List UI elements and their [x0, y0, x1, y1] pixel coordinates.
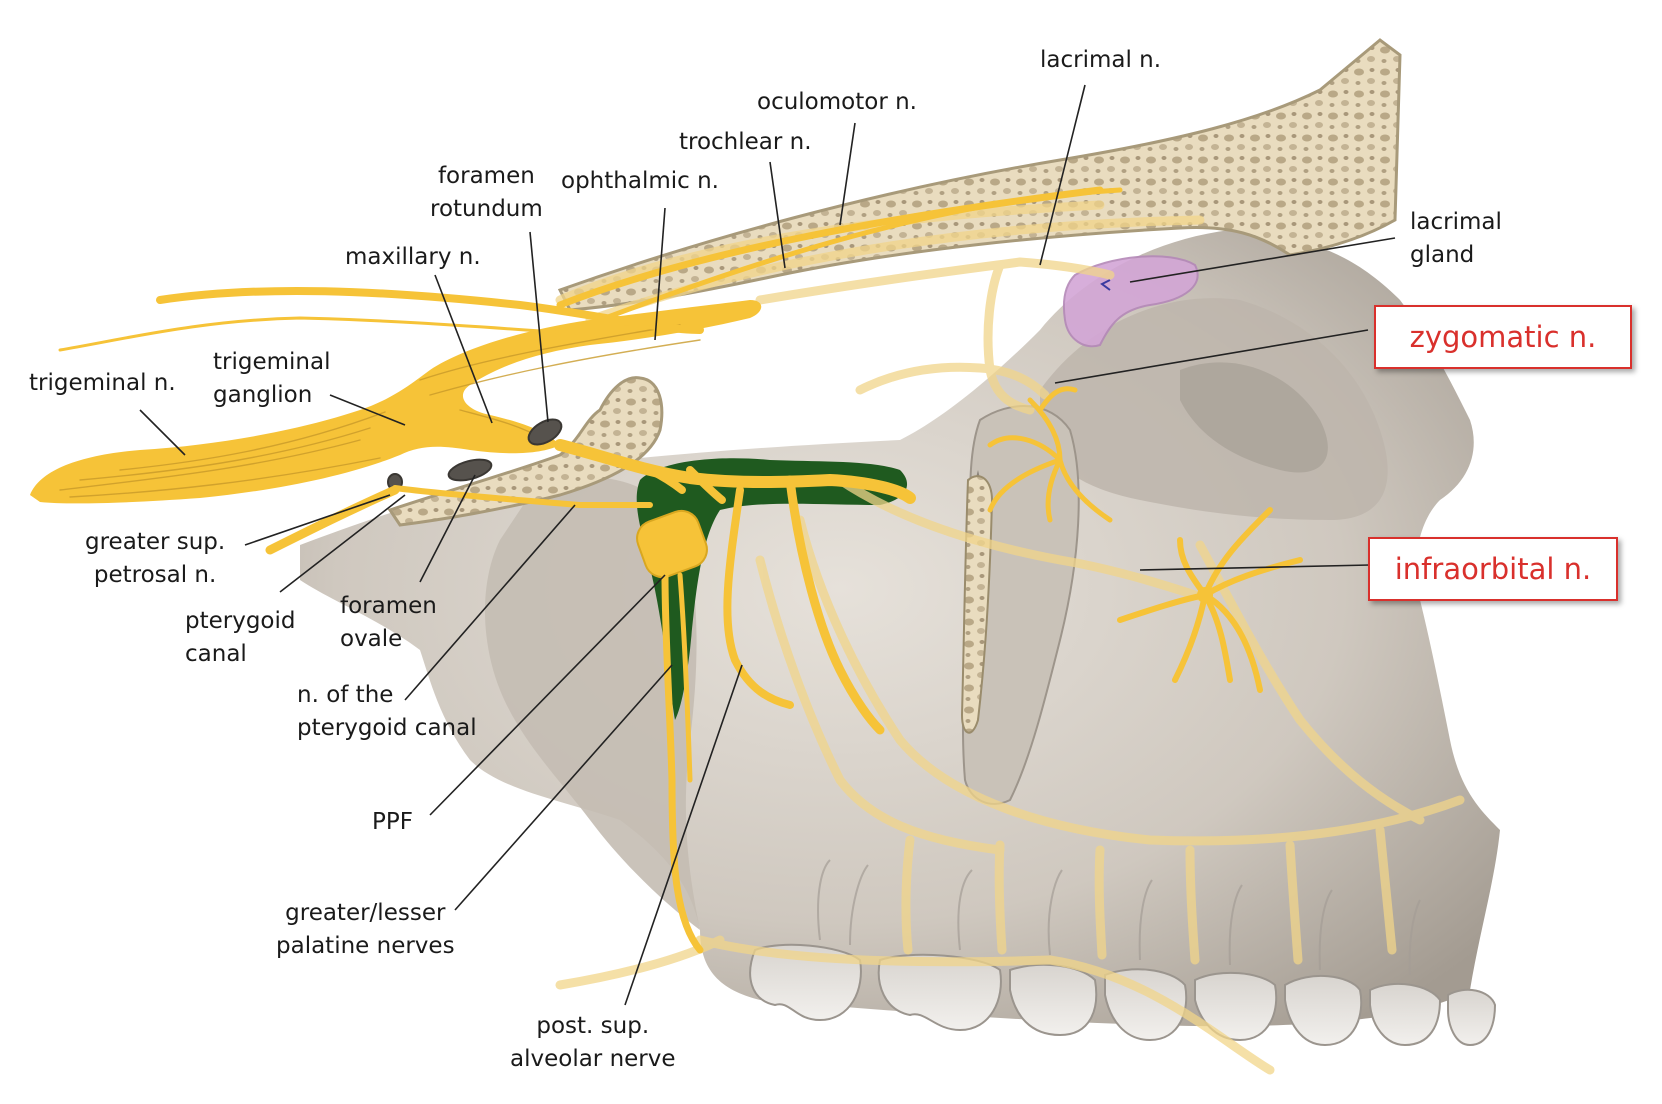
label-lacrimal-gland-line2: gland [1410, 242, 1475, 268]
leader-lines [139, 84, 1396, 1006]
label-foramen-rotundum: foramen rotundum [430, 160, 543, 226]
label-n-of-pterygoid-canal-line1: n. of the [297, 682, 394, 708]
label-ophthalmic-n: ophthalmic n. [561, 168, 719, 194]
label-infraorbital-n: infraorbital n. [1394, 552, 1592, 586]
tooth-7 [1369, 983, 1442, 1047]
tooth-roots [817, 859, 1421, 976]
zygomatic-n-highlight-box: zygomatic n. [1374, 305, 1632, 369]
label-trigeminal-ganglion: trigeminal ganglion [213, 346, 330, 412]
tooth-2 [877, 953, 1002, 1032]
foramen-rotundum-hole [527, 418, 563, 446]
tooth-4 [1104, 968, 1188, 1042]
label-zygomatic-n: zygomatic n. [1409, 320, 1597, 354]
lacrimal-gland-mark [1100, 279, 1111, 291]
label-palatine-nerves-line1: greater/lesser [285, 900, 446, 926]
ppf-fossa [636, 458, 908, 720]
label-palatine-nerves-line2: palatine nerves [276, 933, 455, 959]
trigeminal-trunk [30, 300, 762, 504]
label-lacrimal-gland: lacrimal gland [1410, 206, 1502, 272]
label-trigeminal-ganglion-line2: ganglion [213, 382, 313, 408]
label-post-sup-alveolar-line1: post. sup. [536, 1013, 650, 1039]
label-lacrimal-n: lacrimal n. [1040, 47, 1162, 73]
main-nerves [30, 186, 1303, 954]
label-n-of-pterygoid-canal: n. of the pterygoid canal [297, 679, 477, 745]
tooth-3 [1009, 963, 1098, 1037]
label-greater-sup-petrosal-n-line2: petrosal n. [93, 562, 217, 588]
tooth-1 [749, 943, 862, 1022]
tooth-6 [1284, 974, 1363, 1047]
label-post-sup-alveolar-line2: alveolar nerve [510, 1046, 676, 1072]
lacrimal-gland-shape [1062, 255, 1199, 348]
label-post-sup-alveolar: post. sup. alveolar nerve [510, 1010, 676, 1076]
label-pterygoid-canal-line2: canal [185, 641, 247, 667]
label-trochlear-n: trochlear n. [679, 129, 812, 155]
label-foramen-ovale-line1: foramen [340, 593, 437, 619]
label-ppf: PPF [372, 809, 413, 835]
label-trigeminal-n: trigeminal n. [29, 370, 176, 396]
orbit-inner-shadow [1180, 362, 1328, 473]
label-greater-sup-petrosal-n-line1: greater sup. [85, 529, 226, 555]
label-foramen-ovale-line2: ovale [340, 626, 403, 652]
tooth-8 [1447, 988, 1497, 1047]
label-trigeminal-ganglion-line1: trigeminal [213, 349, 331, 375]
label-palatine-nerves: greater/lesser palatine nerves [276, 897, 455, 963]
label-greater-sup-petrosal-n: greater sup. petrosal n. [85, 526, 225, 592]
pterygopalatine-ganglion [636, 509, 708, 579]
label-foramen-rotundum-line1: foramen [437, 163, 535, 189]
label-pterygoid-canal: pterygoid canal [185, 605, 296, 671]
label-maxillary-n: maxillary n. [345, 244, 481, 270]
label-lacrimal-gland-line1: lacrimal [1410, 209, 1502, 235]
label-oculomotor-n: oculomotor n. [757, 89, 917, 115]
label-n-of-pterygoid-canal-line2: pterygoid canal [297, 715, 477, 741]
label-pterygoid-canal-line1: pterygoid [185, 608, 296, 634]
pterygoid-plates [485, 476, 700, 930]
label-foramen-rotundum-line2: rotundum [430, 196, 543, 222]
label-foramen-ovale: foramen ovale [340, 590, 437, 656]
infraorbital-n-highlight-box: infraorbital n. [1368, 537, 1618, 601]
